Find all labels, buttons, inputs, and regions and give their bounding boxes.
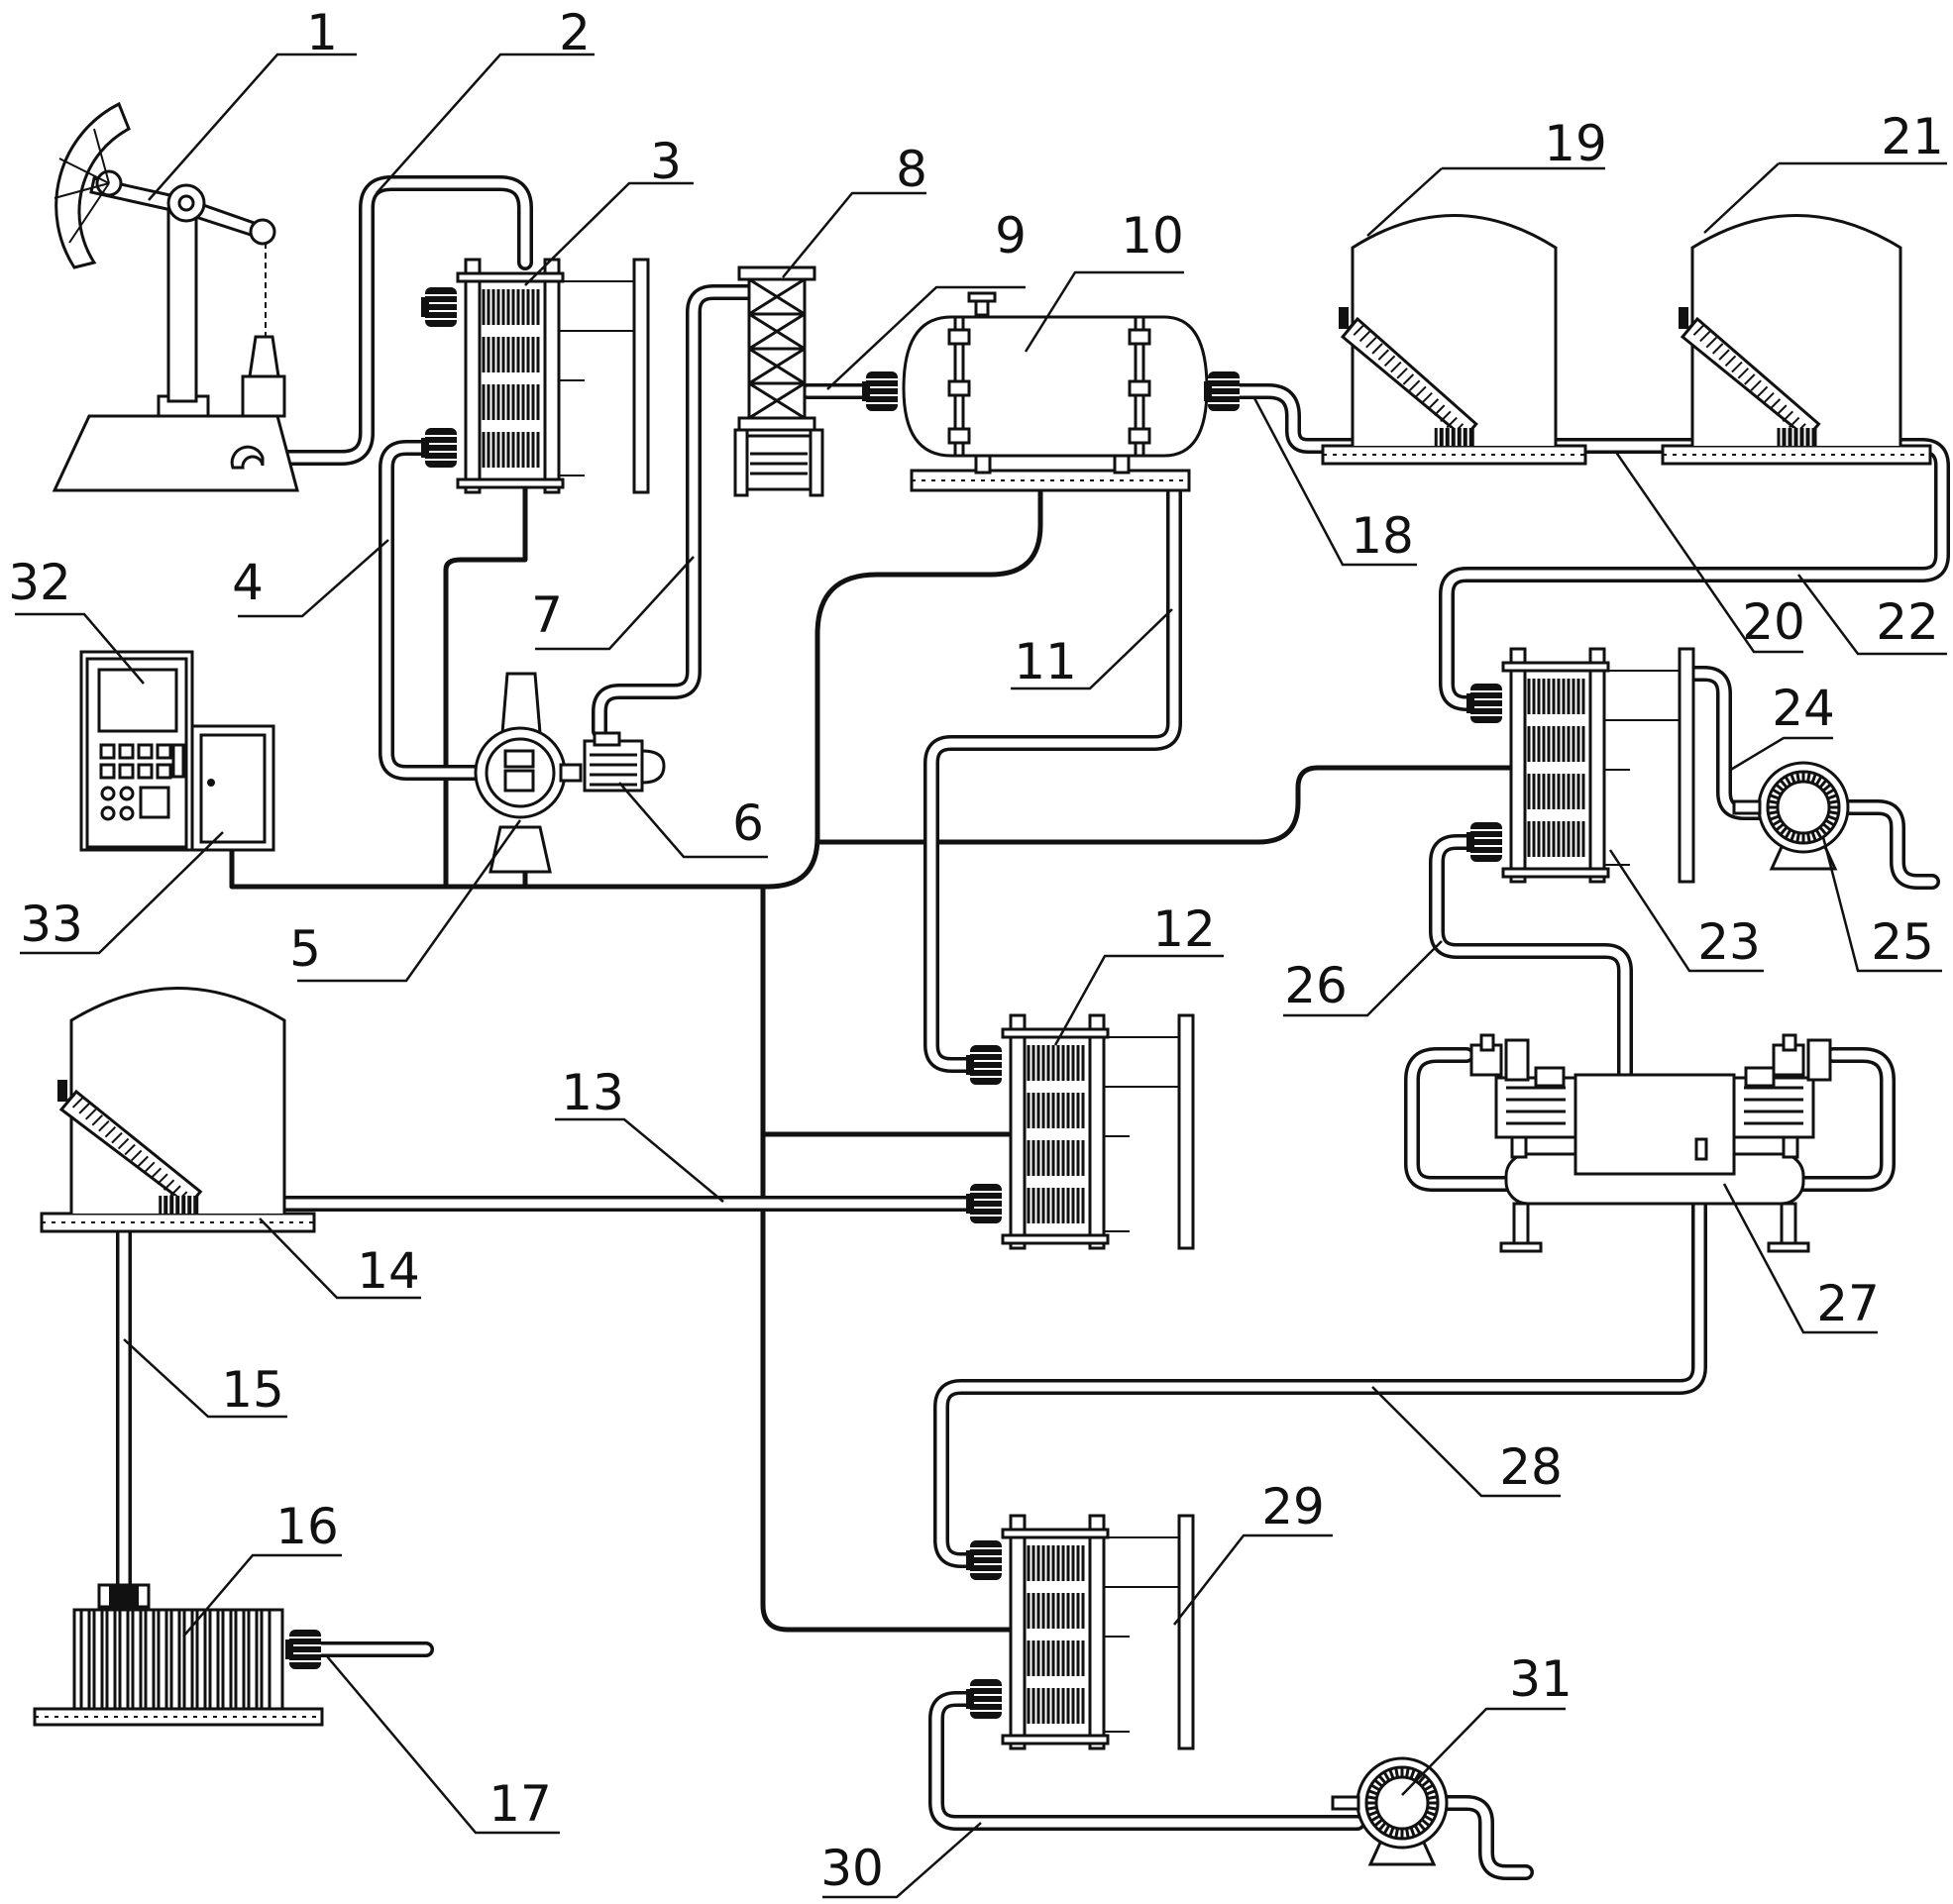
label-6: 6 bbox=[732, 794, 764, 852]
drive-unit-27 bbox=[1469, 1033, 1832, 1253]
label-27: 27 bbox=[1816, 1275, 1880, 1332]
filter-column-8 bbox=[733, 265, 824, 497]
flange-icon bbox=[421, 287, 457, 327]
label-21: 21 bbox=[1881, 108, 1944, 165]
label-5: 5 bbox=[289, 920, 321, 978]
label-26: 26 bbox=[1284, 957, 1348, 1014]
label-8: 8 bbox=[896, 141, 927, 198]
plate-heat-exchanger-12 bbox=[1001, 1013, 1195, 1250]
blower-25 bbox=[1732, 761, 1850, 871]
label-10: 10 bbox=[1121, 207, 1184, 264]
label-18: 18 bbox=[1351, 507, 1414, 565]
storage-tank-14 bbox=[40, 987, 316, 1233]
label-33: 33 bbox=[20, 896, 83, 953]
label-29: 29 bbox=[1261, 1478, 1325, 1535]
labels: 1 2 3 4 5 6 7 8 9 10 11 12 13 14 15 16 1… bbox=[8, 4, 1944, 1897]
label-15: 15 bbox=[221, 1361, 284, 1419]
label-23: 23 bbox=[1697, 913, 1761, 971]
plate-heat-exchanger-29 bbox=[1001, 1514, 1195, 1750]
label-4: 4 bbox=[232, 554, 264, 611]
plate-heat-exchanger-23 bbox=[1501, 647, 1695, 884]
flange-icon bbox=[966, 1045, 1002, 1085]
storage-tank-21 bbox=[1661, 214, 1932, 466]
label-2: 2 bbox=[559, 4, 591, 61]
pump-jack-unit-1 bbox=[52, 101, 299, 492]
flange-icon bbox=[966, 1679, 1002, 1719]
control-wires bbox=[229, 476, 1521, 1633]
label-28: 28 bbox=[1499, 1438, 1563, 1496]
flange-icon bbox=[285, 1630, 321, 1669]
label-11: 11 bbox=[1014, 633, 1077, 690]
pump-5 bbox=[474, 672, 583, 874]
label-16: 16 bbox=[275, 1498, 339, 1555]
horizontal-separator-10 bbox=[902, 291, 1209, 492]
motor-6 bbox=[583, 731, 666, 793]
label-25: 25 bbox=[1871, 913, 1934, 971]
flange-icon bbox=[862, 371, 898, 411]
label-20: 20 bbox=[1742, 593, 1805, 651]
plate-heat-exchanger-3 bbox=[456, 258, 650, 494]
label-19: 19 bbox=[1544, 115, 1607, 172]
label-7: 7 bbox=[531, 586, 563, 644]
leader-lines bbox=[15, 53, 1947, 1899]
label-31: 31 bbox=[1509, 1650, 1573, 1708]
flange-icon bbox=[1466, 822, 1502, 862]
control-box-33 bbox=[190, 724, 275, 852]
control-cabinet-32 bbox=[79, 650, 194, 852]
flange-icon bbox=[966, 1184, 1002, 1223]
label-30: 30 bbox=[820, 1840, 884, 1897]
label-22: 22 bbox=[1876, 593, 1939, 651]
label-17: 17 bbox=[488, 1775, 552, 1833]
filter-press-16 bbox=[33, 1583, 324, 1727]
pipe-flanges bbox=[285, 287, 1502, 1719]
storage-tank-19 bbox=[1321, 214, 1587, 466]
label-9: 9 bbox=[995, 207, 1027, 264]
label-14: 14 bbox=[357, 1242, 420, 1300]
flange-icon bbox=[966, 1540, 1002, 1580]
label-24: 24 bbox=[1772, 680, 1835, 737]
flange-icon bbox=[421, 428, 457, 468]
label-32: 32 bbox=[8, 554, 71, 611]
flange-icon bbox=[1204, 371, 1240, 411]
blower-31 bbox=[1331, 1756, 1449, 1866]
flange-icon bbox=[1466, 684, 1502, 723]
label-1: 1 bbox=[306, 4, 338, 61]
label-12: 12 bbox=[1152, 900, 1216, 958]
label-13: 13 bbox=[561, 1064, 624, 1121]
label-3: 3 bbox=[650, 133, 682, 190]
